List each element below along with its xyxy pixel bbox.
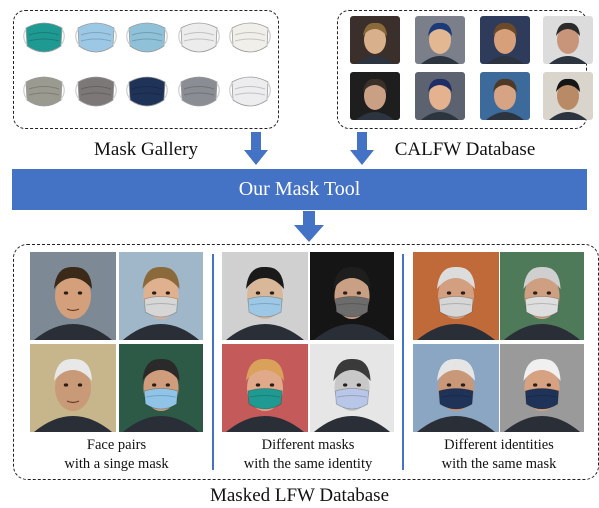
mask-gallery-box: [13, 10, 279, 129]
group-caption: Different identities with the same mask: [412, 436, 586, 474]
face-photo-icon: [415, 16, 465, 64]
kn95-blue-mask-icon: [124, 16, 170, 60]
arrow-down-icon: [350, 132, 374, 165]
surgical-blue-mask-icon: [72, 16, 119, 60]
n95-green-mask-icon: [21, 16, 67, 60]
masked-face-photo-icon: [413, 252, 499, 340]
masked-lfw-label: Masked LFW Database: [209, 485, 390, 506]
group-divider: [212, 254, 214, 470]
face-photo-icon: [350, 72, 400, 120]
group-caption: Face pairs with a singe mask: [30, 436, 203, 474]
caption-line: with the same mask: [441, 456, 557, 472]
masked-face-photo-icon: [119, 344, 203, 432]
floral-navy-mask-icon: [124, 70, 170, 114]
face-photo-icon: [543, 72, 593, 120]
face-photo-icon: [415, 72, 465, 120]
mask-gallery-label: Mask Gallery: [94, 139, 198, 160]
group-caption: Different masks with the same identity: [222, 436, 394, 474]
caption-line: with the same identity: [243, 456, 373, 472]
face-photo-icon: [543, 16, 593, 64]
calfw-database-box: [337, 10, 587, 129]
group-divider: [402, 254, 404, 470]
masked-face-photo-icon: [310, 252, 394, 340]
caption-line: Different identities: [444, 437, 554, 453]
face-photo-icon: [30, 252, 116, 340]
n95-valve-mask-icon: [227, 16, 273, 60]
masked-face-photo-icon: [119, 252, 203, 340]
white-cloth-mask-icon: [175, 16, 222, 60]
masked-face-photo-icon: [413, 344, 499, 432]
face-photo-icon: [480, 16, 530, 64]
calfw-database-label: CALFW Database: [394, 139, 536, 160]
caption-line: Face pairs: [86, 437, 147, 453]
grey-textured-mask-icon: [175, 70, 222, 114]
arrow-down-icon: [244, 132, 268, 165]
masked-face-photo-icon: [310, 344, 394, 432]
face-photo-icon: [350, 16, 400, 64]
masked-face-photo-icon: [500, 344, 584, 432]
caption-line: with a singe mask: [64, 456, 169, 472]
grey-kn95-mask-icon: [72, 70, 119, 114]
white-kn95-mask-icon: [227, 70, 273, 114]
mask-tool-banner: Our Mask Tool: [12, 169, 587, 210]
camo-mask-icon: [21, 70, 67, 114]
face-photo-icon: [480, 72, 530, 120]
arrow-down-icon: [294, 211, 324, 242]
caption-line: Different masks: [261, 437, 355, 453]
masked-face-photo-icon: [222, 252, 308, 340]
masked-face-photo-icon: [500, 252, 584, 340]
face-photo-icon: [30, 344, 116, 432]
masked-face-photo-icon: [222, 344, 308, 432]
